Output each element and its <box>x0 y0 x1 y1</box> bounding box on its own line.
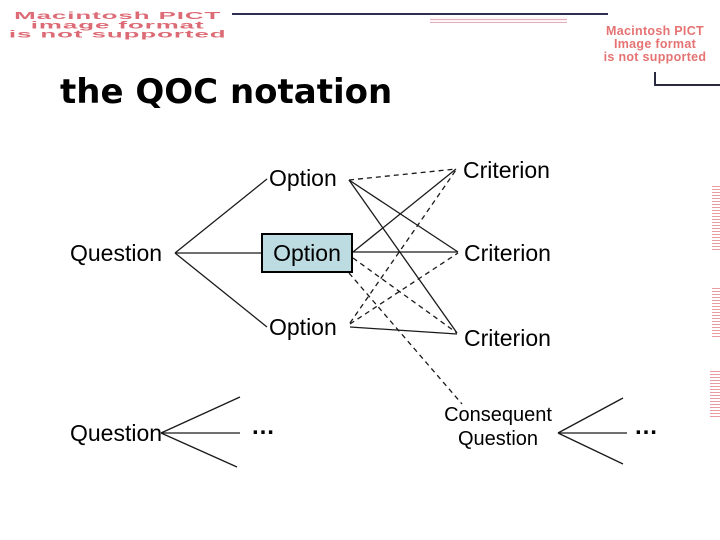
node-criterion-1: Criterion <box>463 157 550 183</box>
node-criterion-2: Criterion <box>464 240 551 266</box>
pict-scribble-artifact <box>430 17 567 23</box>
edge-q1-o3 <box>174 252 268 328</box>
pict-placeholder-line: Macintosh PICT <box>606 24 704 38</box>
edge-o3-c2 <box>349 252 459 325</box>
corner-bracket-horizontal <box>654 84 720 86</box>
consequent-question-line-1: Consequent <box>444 404 552 426</box>
edge-o3-c3 <box>349 326 458 335</box>
edge-cq-bottom <box>557 432 624 465</box>
edge-o3-c1 <box>349 169 457 324</box>
node-criterion-3: Criterion <box>464 325 551 351</box>
pict-placeholder-line: is not supported <box>8 28 227 40</box>
pict-placeholder-top-right: Macintosh PICT Image format is not suppo… <box>592 25 718 64</box>
edge-o1-c1 <box>348 168 457 181</box>
edge-o1-c2 <box>348 179 459 253</box>
edge-o2-c3 <box>352 257 458 334</box>
ellipsis-question-2: … <box>251 413 277 440</box>
pict-placeholder-line: image format <box>30 18 205 31</box>
right-edge-artifact <box>710 370 720 417</box>
edge-q2-top <box>160 396 241 434</box>
node-question-2: Question <box>70 420 163 446</box>
corner-bracket-vertical <box>654 72 656 86</box>
pict-placeholder-line: is not supported <box>603 50 707 64</box>
right-edge-artifact <box>712 287 720 337</box>
pict-placeholder-line: Macintosh PICT <box>14 9 222 22</box>
edge-o2-c1 <box>352 168 457 253</box>
node-option-1: Option <box>269 165 337 191</box>
node-option-3: Option <box>269 314 337 340</box>
node-consequent-question: Consequent Question <box>438 403 558 451</box>
edge-q2-bottom <box>160 432 238 468</box>
node-option-2-selected-box: Option <box>261 233 353 273</box>
pict-placeholder-top-left: Macintosh PICT image format is not suppo… <box>3 9 232 40</box>
header-rule-line <box>232 13 608 15</box>
edge-cq-top <box>557 397 624 434</box>
right-edge-artifact <box>712 185 720 250</box>
edge-q1-o1 <box>174 178 268 254</box>
edge-o2-consequent <box>348 272 463 405</box>
edge-o1-c3 <box>348 179 458 334</box>
slide-title: the QOC notation <box>60 72 393 112</box>
consequent-question-line-2: Question <box>457 428 539 450</box>
node-question-1: Question <box>70 240 163 266</box>
pict-placeholder-line: Image format <box>613 37 697 51</box>
ellipsis-consequent-question: … <box>634 413 660 440</box>
